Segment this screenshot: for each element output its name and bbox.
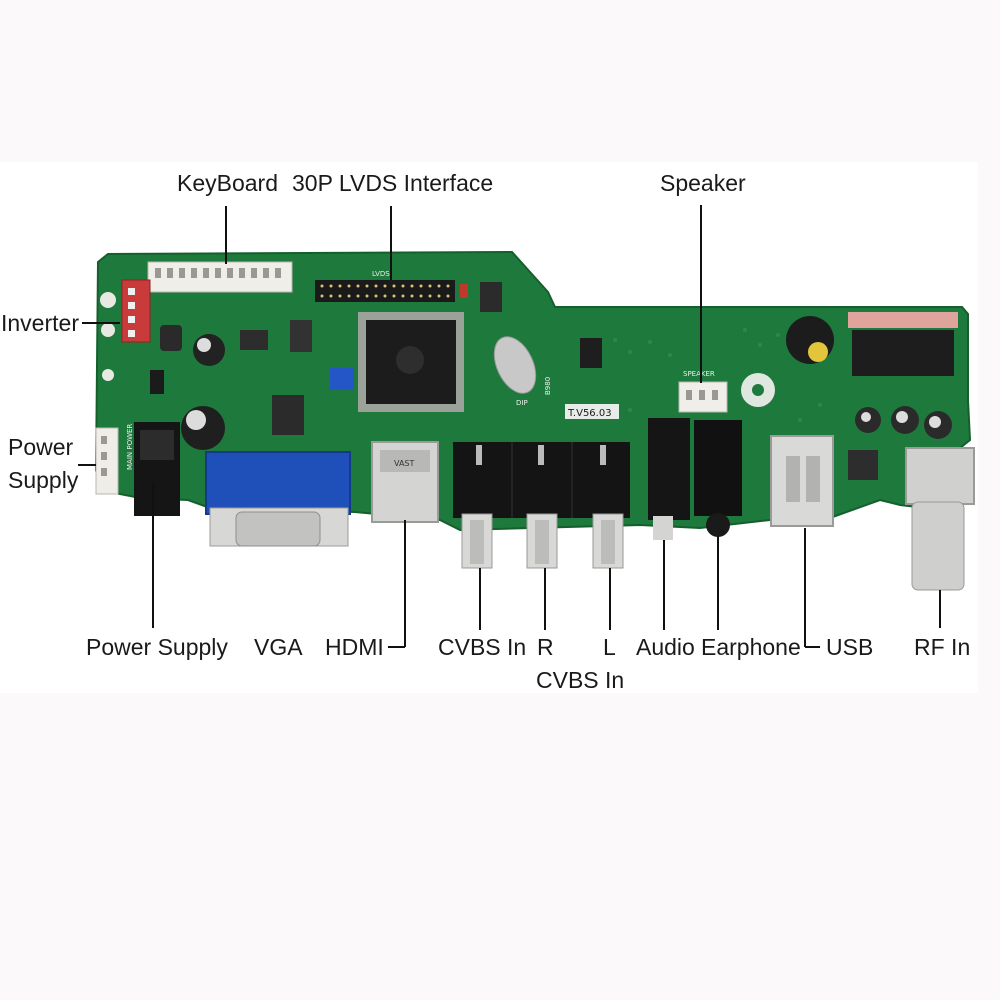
crystal bbox=[493, 336, 537, 394]
label-rf-in: RF In bbox=[914, 634, 971, 660]
hdmi-silk: VAST bbox=[394, 459, 415, 468]
rca-block bbox=[453, 442, 630, 518]
main-power-silk: MAIN POWER bbox=[126, 424, 134, 470]
label-l: L bbox=[603, 634, 616, 660]
dip-silk: DIP bbox=[516, 399, 528, 407]
label-keyboard: KeyBoard bbox=[177, 170, 279, 196]
label-earphone: Earphone bbox=[701, 634, 801, 660]
inverter-connector bbox=[121, 279, 151, 343]
model-silk: T.V56.03 bbox=[567, 408, 612, 419]
label-hdmi: HDMI bbox=[325, 634, 384, 660]
label-cvbs-in-2: CVBS In bbox=[536, 667, 625, 693]
lvds-silk: LVDS bbox=[372, 270, 390, 278]
label-audio: Audio bbox=[636, 634, 695, 660]
label-usb: USB bbox=[826, 634, 874, 660]
audio-jack bbox=[648, 418, 690, 540]
label-speaker: Speaker bbox=[660, 170, 746, 196]
label-vga: VGA bbox=[254, 634, 303, 660]
power-side-connector bbox=[95, 427, 119, 495]
label-power-side-2: Supply bbox=[8, 467, 79, 493]
hdmi-connector bbox=[371, 441, 439, 523]
label-inverter: Inverter bbox=[1, 310, 79, 336]
label-power-side-1: Power bbox=[8, 434, 74, 460]
label-lvds-interface: 30P LVDS Interface bbox=[292, 170, 494, 196]
board-code-silk: B980 bbox=[544, 377, 552, 395]
vga-connector bbox=[205, 451, 351, 547]
rf-connector bbox=[905, 447, 975, 591]
leader-lines bbox=[78, 205, 941, 648]
capacitor bbox=[181, 406, 225, 450]
main-chip bbox=[358, 312, 464, 412]
lvds-header bbox=[315, 280, 455, 302]
label-cvbs-in: CVBS In bbox=[438, 634, 527, 660]
label-r: R bbox=[537, 634, 554, 660]
audio-amp-chip bbox=[852, 330, 954, 376]
capacitor bbox=[193, 334, 225, 366]
label-power-supply: Power Supply bbox=[86, 634, 228, 660]
usb-port bbox=[770, 435, 834, 527]
speaker-silk: SPEAKER bbox=[683, 370, 715, 378]
earphone-jack bbox=[694, 420, 742, 537]
